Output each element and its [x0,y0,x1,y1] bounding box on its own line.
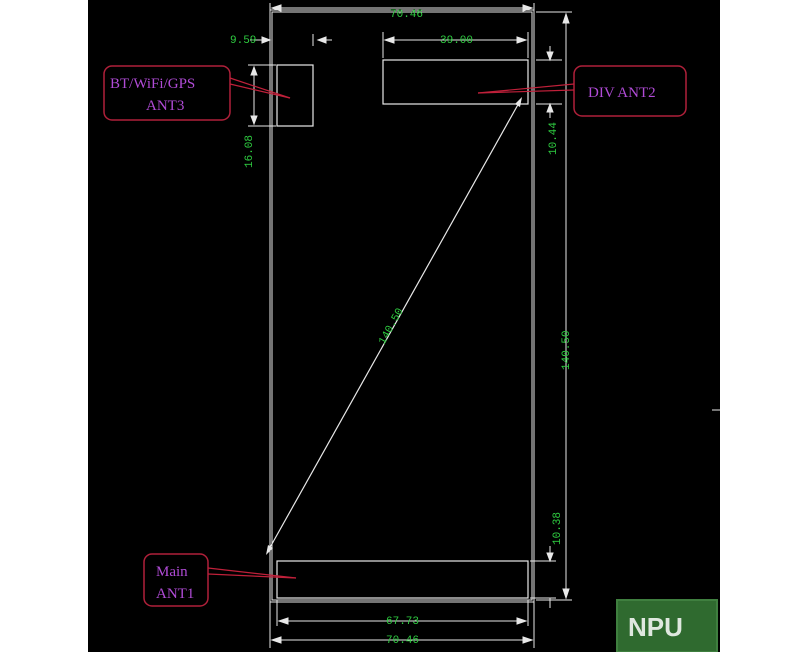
diagonal-arrowhead-top [515,97,522,107]
callout-ant3: BT/WiFi/GPS ANT3 [103,65,291,121]
ant1-width-dimension [276,600,529,626]
diagonal-dimension-line [267,100,521,552]
callout-ant1-line1: Main [156,564,188,580]
callout-ant2: DIV ANT2 [477,65,687,117]
ant2-width-dimension [382,32,529,58]
diagonal-arrowhead-bottom [266,545,273,555]
bottom-width-label: 70.46 [386,635,419,647]
top-width-dimension [269,3,535,14]
ant1-height-label: 10.38 [552,512,564,545]
drawing-canvas [88,0,720,652]
callout-ant1: Main ANT1 [143,553,297,607]
ant2-height-dimension [536,46,562,118]
ant1-height-dimension [530,546,556,608]
phone-outline [269,9,535,603]
npu-logo: NPU [616,599,718,652]
ant1-area [276,560,529,599]
ant3-height-dimension [248,64,276,127]
overall-height-dimension [536,11,572,601]
ant2-area [382,59,529,105]
ant2-width-label: 39.00 [440,35,473,47]
ant1-width-label: 67.73 [386,616,419,628]
ant3-offset-dimension [250,34,332,46]
callout-ant2-line1: DIV ANT2 [588,85,656,101]
callout-ant1-line2: ANT1 [156,586,194,602]
top-width-label: 70.46 [390,9,423,21]
bottom-width-dimension [269,602,535,648]
ant3-offset-label: 9.59 [230,35,256,47]
ant3-height-label: 16.08 [244,135,256,168]
overall-height-label: 140.50 [561,330,573,370]
callout-ant3-line1: BT/WiFi/GPS [110,76,195,92]
npu-logo-text: NPU [628,612,683,642]
ant2-height-label: 10.44 [548,122,560,155]
callout-ant3-line2: ANT3 [146,98,184,114]
